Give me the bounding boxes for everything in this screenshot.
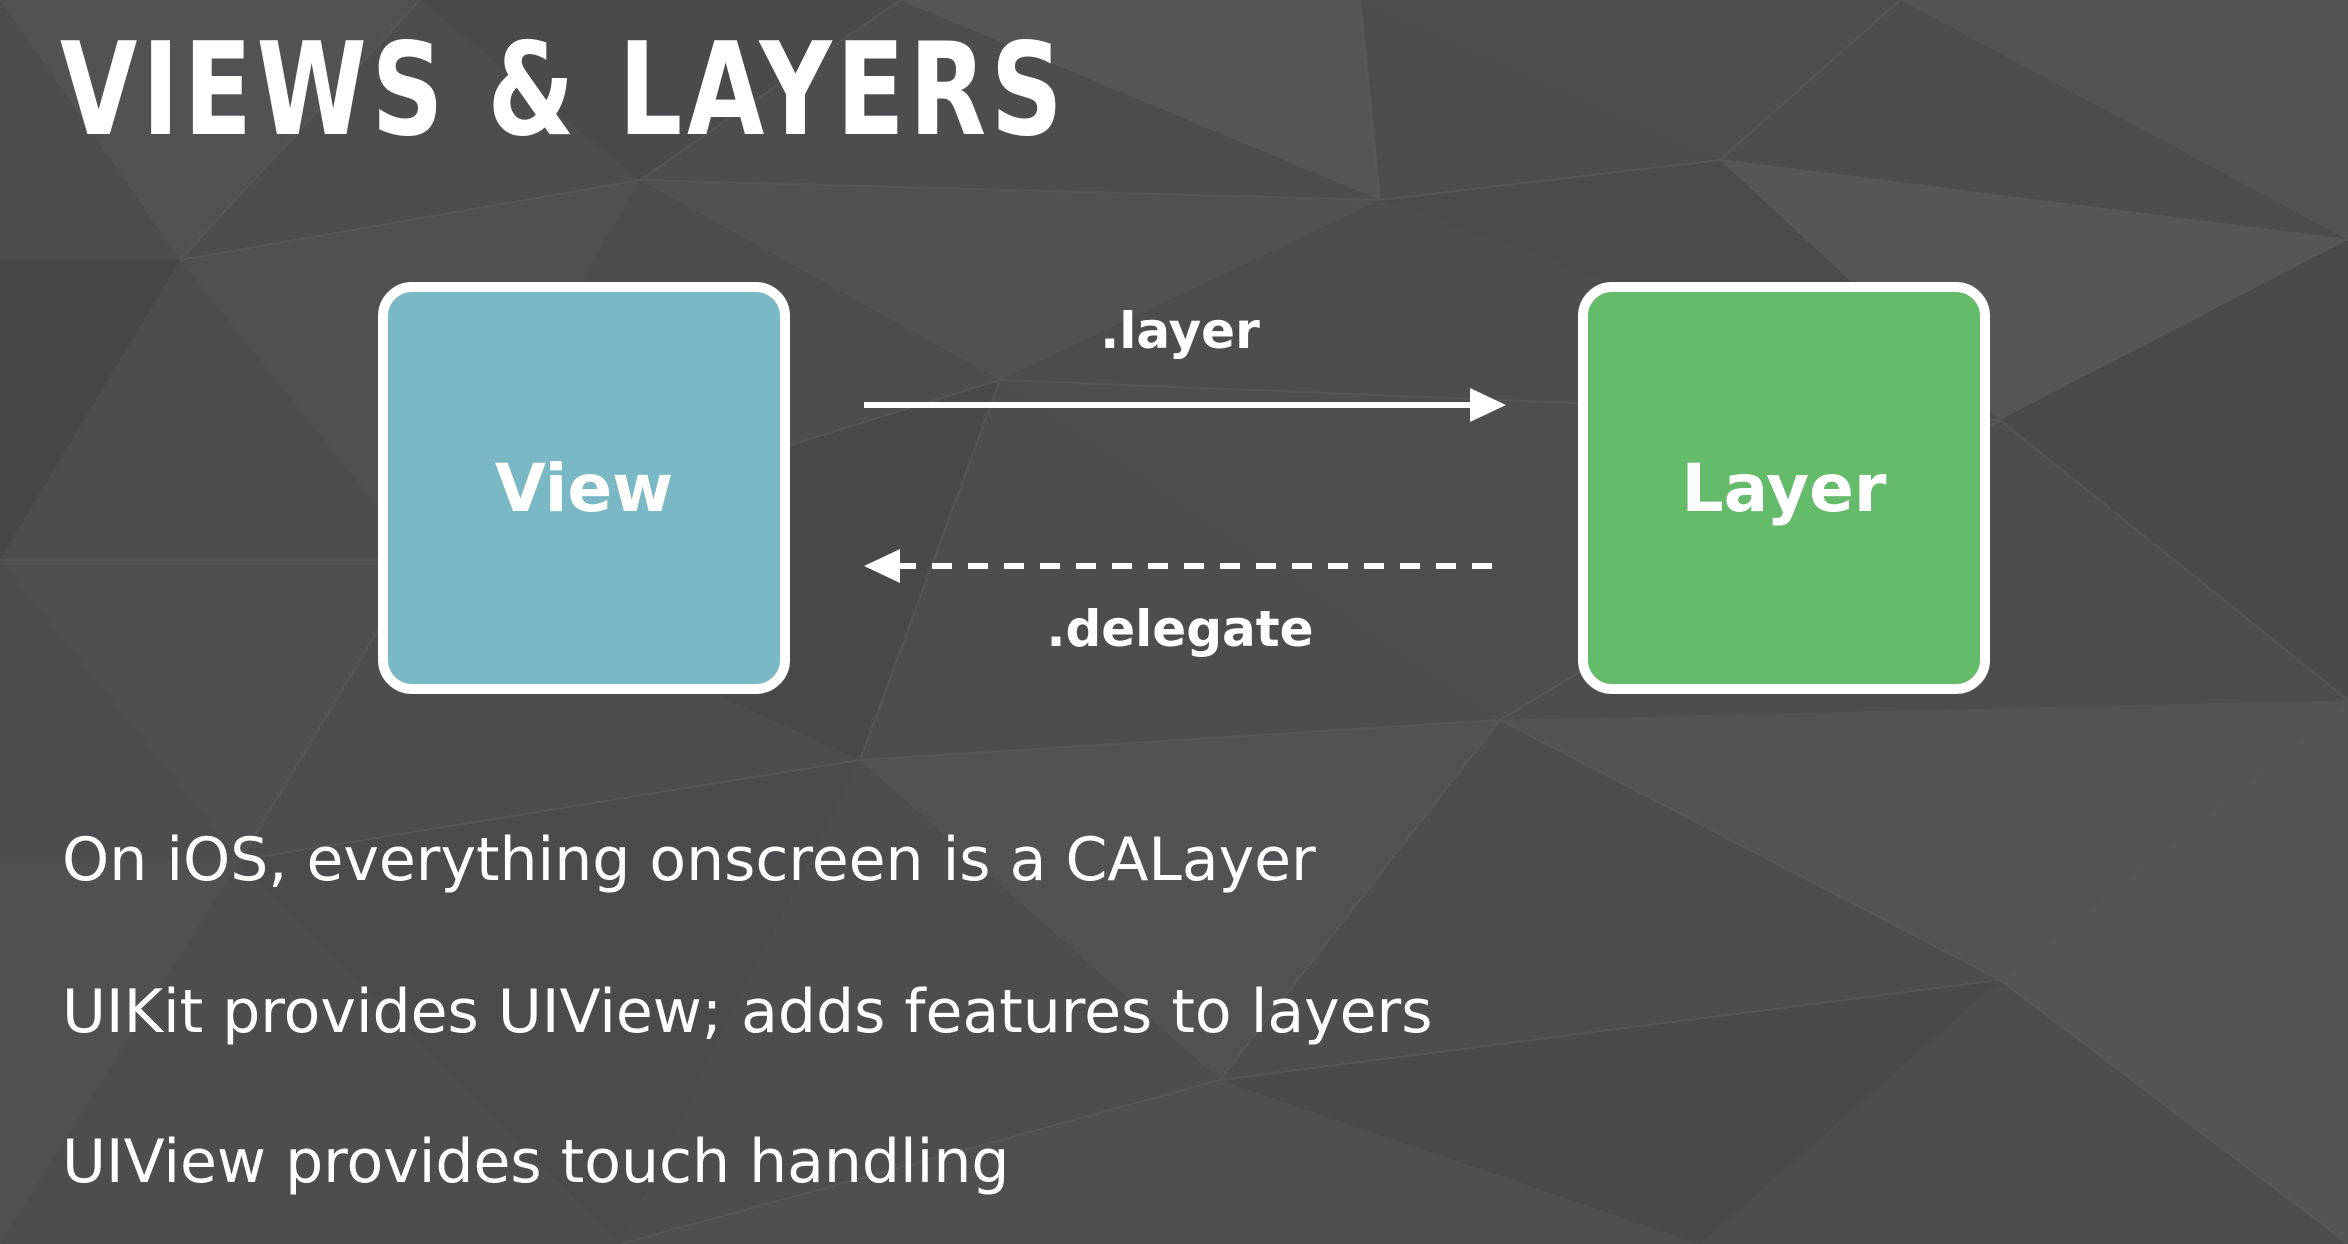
bullet-item: On iOS, everything onscreen is a CALayer bbox=[62, 825, 1316, 895]
layer-box: Layer bbox=[1578, 282, 1990, 694]
layer-arrow-label: .layer bbox=[1100, 302, 1260, 360]
delegate-arrow-label: .delegate bbox=[1046, 600, 1314, 658]
slide-title: VIEWS & LAYERS bbox=[60, 16, 1068, 165]
bullet-item: UIKit provides UIView; adds features to … bbox=[62, 977, 1433, 1047]
bullet-item: UIView provides touch handling bbox=[62, 1127, 1010, 1197]
view-box: View bbox=[378, 282, 790, 694]
layer-box-label: Layer bbox=[1681, 449, 1887, 527]
view-box-label: View bbox=[494, 449, 674, 527]
